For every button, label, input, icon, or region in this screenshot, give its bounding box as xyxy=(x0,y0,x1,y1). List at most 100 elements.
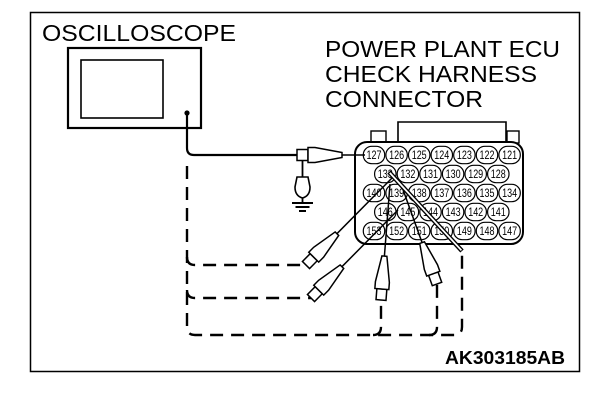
connector-pin: 121 xyxy=(498,145,521,165)
probe-tip-body xyxy=(312,263,345,297)
pin-number: 135 xyxy=(480,186,495,200)
pin-outline xyxy=(362,183,386,203)
pin-number: 132 xyxy=(400,167,415,181)
probe-barrel xyxy=(296,148,309,162)
pin-outline xyxy=(385,145,408,165)
connector-pin: 143 xyxy=(441,202,465,222)
connector-top-tab xyxy=(397,121,507,143)
pin-number: 128 xyxy=(491,167,506,181)
connector-pin: 147 xyxy=(498,221,521,241)
test-probe-icon xyxy=(400,183,443,287)
connector-pin: 132 xyxy=(396,164,420,184)
connector-pin: 131 xyxy=(419,164,442,184)
connector-pin: 151 xyxy=(407,221,431,241)
pin-outline xyxy=(475,145,499,165)
pin-number: 125 xyxy=(412,148,427,162)
pin-number: 129 xyxy=(468,167,483,181)
pin-outline xyxy=(453,145,476,165)
test-probe-icon xyxy=(374,183,391,302)
pin-number: 147 xyxy=(502,224,517,238)
pin-outline xyxy=(396,164,420,184)
pin-outline xyxy=(419,164,442,184)
ground-clip xyxy=(294,160,311,203)
pin-outline xyxy=(487,164,510,184)
pin-outline xyxy=(453,221,476,241)
pin-number: 130 xyxy=(446,167,461,181)
pin-number: 122 xyxy=(480,148,495,162)
pin-outline xyxy=(362,221,386,241)
connector-pin: 139 xyxy=(385,183,408,203)
alligator-clip xyxy=(294,176,311,199)
connector-pin: 141 xyxy=(487,202,510,222)
test-probe-icon xyxy=(296,146,365,164)
connector-pin: 128 xyxy=(487,164,510,184)
connector-pin: 125 xyxy=(407,145,431,165)
connector-pin: 148 xyxy=(475,221,499,241)
connector-pin: 127 xyxy=(362,145,386,165)
common-dashed-lead xyxy=(185,166,464,337)
pin-number: 124 xyxy=(434,148,449,162)
test-probe-icon xyxy=(306,209,399,303)
pin-number: 136 xyxy=(457,186,472,200)
connector-label-line-3: CONNECTOR xyxy=(325,86,483,112)
pin-outline xyxy=(430,145,454,165)
pin-number: 148 xyxy=(480,224,495,238)
probe-tip-body xyxy=(307,146,343,164)
pin-outline xyxy=(441,202,465,222)
wire-core xyxy=(389,172,463,251)
pin-outline xyxy=(498,221,521,241)
pin-number: 133 xyxy=(378,167,393,181)
pin-outline xyxy=(475,183,499,203)
dashed-lead-branch-2 xyxy=(185,289,311,300)
pin-outline xyxy=(487,202,510,222)
pin-number: 123 xyxy=(457,148,472,162)
pin-outline xyxy=(475,221,499,241)
pin-number: 149 xyxy=(457,224,472,238)
pin-outline xyxy=(464,202,487,222)
dashed-leads xyxy=(185,166,464,337)
oscilloscope-icon xyxy=(66,46,203,130)
pin-outline xyxy=(407,221,431,241)
pin-number: 121 xyxy=(502,148,517,162)
pin-outline xyxy=(430,183,454,203)
connector-pin: 134 xyxy=(498,183,521,203)
probe-needle xyxy=(341,209,399,268)
pin-number: 127 xyxy=(367,148,382,162)
connector-pin: 123 xyxy=(453,145,476,165)
pin-outline xyxy=(441,164,465,184)
oscilloscope-label: OSCILLOSCOPE xyxy=(42,20,236,46)
pin-outline xyxy=(453,183,476,203)
pin-number: 151 xyxy=(412,224,427,238)
pin-outline xyxy=(407,145,431,165)
connector-pin: 136 xyxy=(453,183,476,203)
probe-tip-body xyxy=(374,255,391,291)
probe-needle xyxy=(383,183,391,257)
pin-number: 141 xyxy=(491,205,506,219)
back-probe-wire xyxy=(387,170,464,253)
pin-outline xyxy=(498,145,521,165)
connector-pin: 124 xyxy=(430,145,454,165)
connector-pin: 130 xyxy=(441,164,465,184)
pin-outline xyxy=(464,164,487,184)
connector-pin: 145 xyxy=(396,202,420,222)
probe-tip-body xyxy=(307,230,340,264)
connector-pin: 152 xyxy=(385,221,408,241)
pin-number: 126 xyxy=(389,148,404,162)
pin-number: 137 xyxy=(434,186,449,200)
dashed-lead-branch-1 xyxy=(185,256,306,267)
connector-pin: 140 xyxy=(362,183,386,203)
probe-needle xyxy=(336,177,393,235)
pin-number: 143 xyxy=(446,205,461,219)
connector-pin: 137 xyxy=(430,183,454,203)
signal-lead xyxy=(185,113,297,157)
connector-pin: 126 xyxy=(385,145,408,165)
probe-barrel xyxy=(375,287,388,302)
connector-pin: 149 xyxy=(453,221,476,241)
ecu-check-harness-connector: 127 126 125 124 123 122 121 133 132 131 130 129 128 1… xyxy=(354,121,524,245)
pin-number: 146 xyxy=(378,205,393,219)
pin-number: 131 xyxy=(423,167,438,181)
dashed-lead-branch-3 xyxy=(372,300,383,337)
connector-pin: 142 xyxy=(464,202,487,222)
connector-pin: 122 xyxy=(475,145,499,165)
